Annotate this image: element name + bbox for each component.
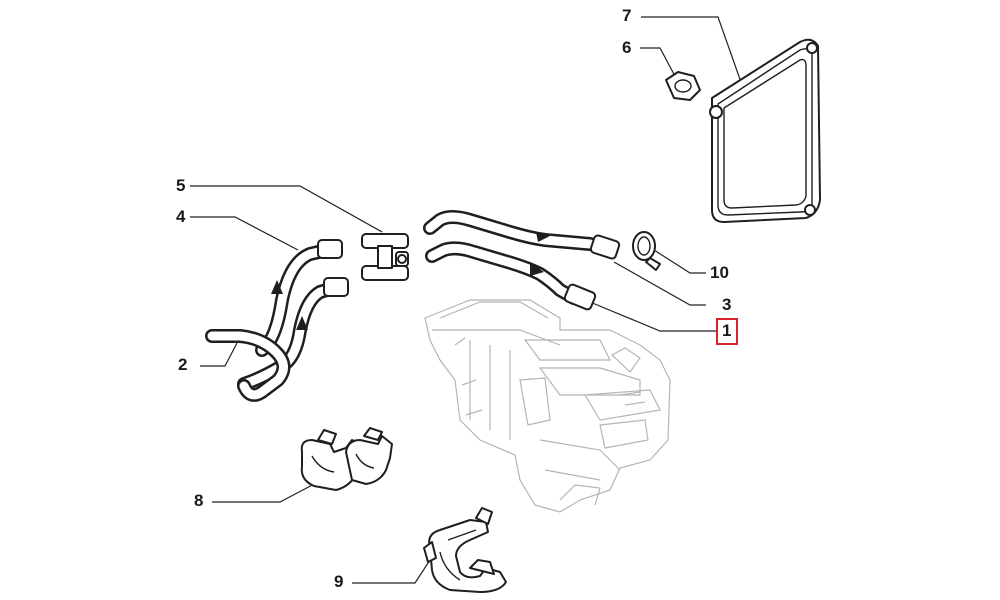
part-4-hoses bbox=[237, 239, 349, 391]
part-3-hose bbox=[423, 210, 621, 260]
callout-9[interactable]: 9 bbox=[334, 572, 344, 591]
part-5-connector bbox=[361, 233, 409, 281]
callout-3[interactable]: 3 bbox=[722, 295, 732, 314]
callout-6[interactable]: 6 bbox=[622, 38, 632, 57]
callout-5[interactable]: 5 bbox=[176, 176, 186, 195]
callout-7[interactable]: 7 bbox=[622, 6, 632, 25]
callout-4[interactable]: 4 bbox=[176, 207, 186, 226]
callout-10[interactable]: 10 bbox=[710, 263, 729, 282]
callout-8[interactable]: 8 bbox=[194, 491, 204, 510]
part-8-clip bbox=[300, 427, 393, 491]
part-9-clip bbox=[423, 507, 507, 593]
leader-lines bbox=[190, 16, 743, 584]
part-10-clamp bbox=[632, 231, 661, 271]
heater-housing-ghost bbox=[424, 299, 671, 513]
callout-1-highlight-box bbox=[716, 318, 738, 345]
part-2-hose bbox=[205, 329, 291, 402]
part-7-gasket bbox=[709, 38, 821, 223]
callout-1[interactable]: 1 bbox=[722, 321, 732, 340]
part-1-hose bbox=[425, 241, 597, 311]
part-6-nut bbox=[665, 71, 701, 101]
callout-2[interactable]: 2 bbox=[178, 355, 188, 374]
